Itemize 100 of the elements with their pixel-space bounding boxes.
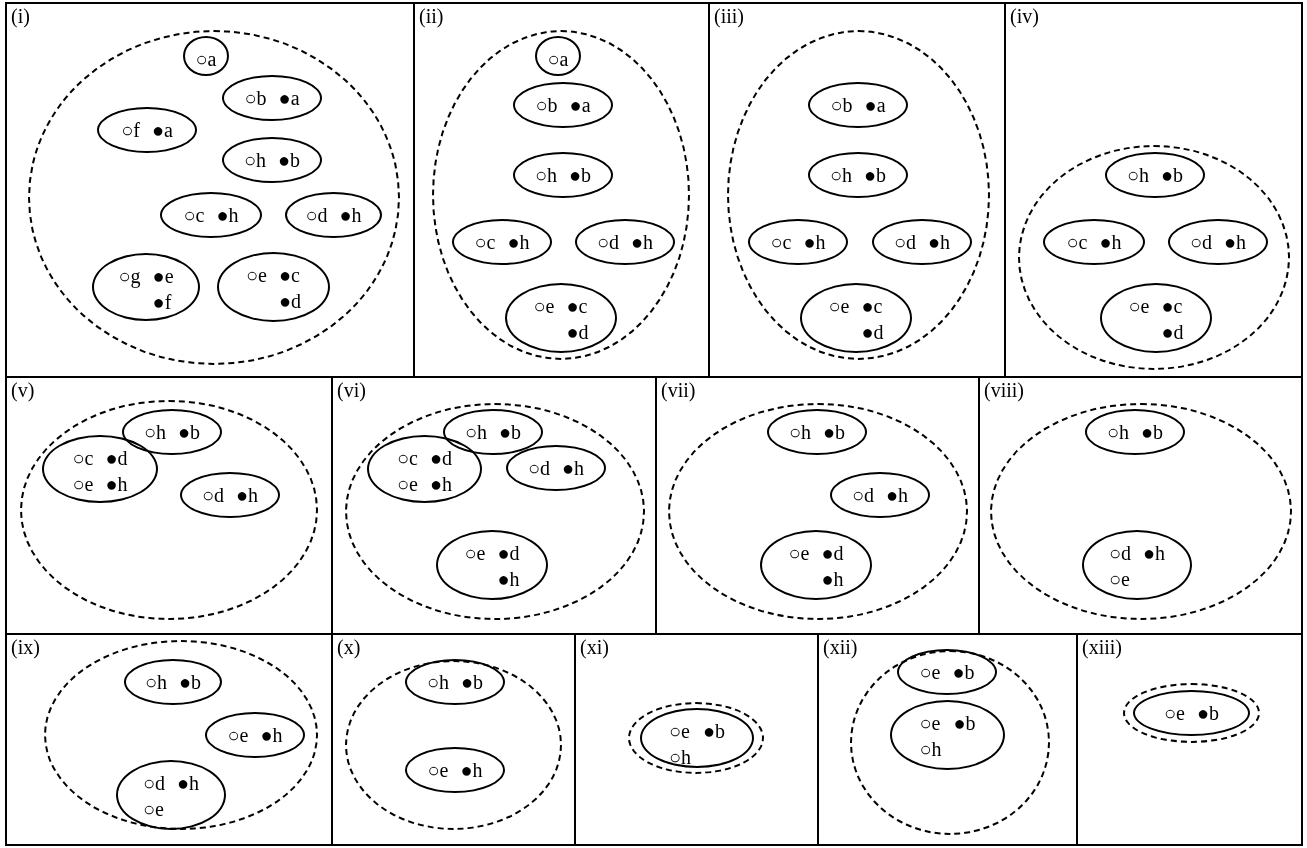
variable-label: ●c ●d bbox=[278, 263, 301, 314]
variable-label: ○e bbox=[1128, 294, 1150, 319]
ellipse bbox=[217, 252, 330, 322]
ellipse bbox=[808, 82, 908, 128]
variable-label: ○d bbox=[305, 203, 328, 228]
panel-label: (iii) bbox=[714, 4, 744, 29]
ellipse bbox=[640, 708, 754, 768]
variable-label: ●c ●d bbox=[1161, 294, 1184, 345]
dashed-ellipse bbox=[44, 640, 318, 830]
variable-label: ○e bbox=[828, 294, 850, 319]
ellipse bbox=[405, 747, 505, 793]
variable-label: ○d ○e bbox=[1108, 541, 1131, 592]
variable-label: ●a bbox=[569, 93, 591, 118]
variable-label: ●h bbox=[1143, 541, 1166, 566]
variable-label: ●d ●h bbox=[105, 446, 128, 497]
ellipse bbox=[285, 192, 382, 238]
variable-label: ●h bbox=[803, 230, 826, 255]
variable-label: ●b bbox=[499, 420, 522, 445]
variable-label: ●b bbox=[953, 711, 976, 736]
dashed-ellipse bbox=[345, 403, 645, 620]
dashed-ellipse bbox=[628, 702, 764, 774]
variable-label: ○a bbox=[195, 47, 217, 72]
ellipse bbox=[405, 659, 505, 705]
panel-label: (ix) bbox=[11, 635, 40, 660]
variable-label: ●h bbox=[260, 723, 283, 748]
variable-label: ○h bbox=[143, 420, 166, 445]
variable-label: ●d ●h bbox=[429, 446, 453, 497]
ellipse bbox=[1082, 530, 1192, 600]
dashed-ellipse bbox=[28, 30, 400, 365]
panel-label: (x) bbox=[337, 635, 361, 660]
variable-label: ●b bbox=[823, 420, 846, 445]
ellipse bbox=[897, 649, 997, 695]
ellipse bbox=[767, 409, 867, 455]
variable-label: ●b bbox=[179, 670, 202, 695]
panel-box bbox=[1076, 633, 1303, 846]
ellipse bbox=[452, 219, 552, 265]
ellipse bbox=[222, 75, 322, 121]
dashed-ellipse bbox=[432, 30, 690, 360]
panel-label: (v) bbox=[11, 378, 35, 403]
variable-label: ●h bbox=[1099, 230, 1122, 255]
variable-label: ●h bbox=[1224, 230, 1247, 255]
variable-label: ○c ○e bbox=[72, 446, 94, 497]
variable-label: ●b bbox=[1196, 701, 1220, 726]
dashed-ellipse bbox=[727, 30, 990, 360]
ellipse bbox=[513, 82, 613, 128]
variable-label: ●b bbox=[569, 163, 592, 188]
variable-label: ●h bbox=[507, 230, 530, 255]
dashed-ellipse bbox=[1123, 683, 1260, 743]
variable-label: ●d ●h bbox=[497, 541, 520, 592]
variable-label: ○b bbox=[535, 93, 558, 118]
panel-label: (i) bbox=[11, 4, 30, 29]
variable-label: ●b bbox=[178, 420, 201, 445]
variable-label: ○e ○h bbox=[668, 719, 691, 770]
dashed-ellipse bbox=[990, 403, 1292, 620]
variable-label: ●b bbox=[703, 719, 726, 744]
ellipse bbox=[505, 283, 617, 353]
variable-label: ○e bbox=[464, 541, 486, 566]
variable-label: ●h bbox=[928, 230, 951, 255]
variable-label: ●h bbox=[631, 230, 654, 255]
panel-label: (xi) bbox=[580, 635, 609, 660]
variable-label: ○e bbox=[427, 758, 449, 783]
variable-label: ●b bbox=[278, 148, 301, 173]
ellipse bbox=[535, 36, 581, 76]
variable-label: ●b bbox=[864, 163, 887, 188]
panel-label: (vi) bbox=[337, 378, 366, 403]
variable-label: ●e ●f bbox=[152, 264, 174, 315]
variable-label: ○h bbox=[534, 163, 557, 188]
variable-label: ○a bbox=[547, 47, 569, 72]
variable-label: ○c ○e bbox=[396, 446, 418, 497]
variable-label: ○e bbox=[788, 541, 810, 566]
panel-label: (viii) bbox=[984, 378, 1024, 403]
variable-label: ○e bbox=[533, 294, 555, 319]
panel-label: (xii) bbox=[823, 635, 858, 660]
ellipse bbox=[97, 107, 197, 153]
ellipse bbox=[872, 219, 972, 265]
variable-label: ○e ○h bbox=[919, 711, 942, 762]
variable-label: ●h bbox=[562, 456, 585, 481]
variable-label: ○e bbox=[227, 723, 249, 748]
dashed-ellipse bbox=[20, 400, 318, 620]
variable-label: ○h bbox=[1106, 420, 1129, 445]
variable-label: ●c ●d bbox=[566, 294, 589, 345]
variable-label: ●c ●d bbox=[861, 294, 884, 345]
variable-label: ○b bbox=[244, 86, 267, 111]
panel-box bbox=[1004, 2, 1303, 378]
variable-label: ●a bbox=[278, 86, 300, 111]
ellipse bbox=[1085, 409, 1185, 455]
variable-label: ○d bbox=[201, 483, 224, 508]
variable-label: ○c bbox=[474, 230, 496, 255]
variable-label: ○d ○e bbox=[142, 771, 165, 822]
ellipse bbox=[748, 219, 848, 265]
panel-box bbox=[5, 2, 415, 378]
ellipse bbox=[180, 472, 280, 518]
variable-label: ●h bbox=[177, 771, 200, 796]
ellipse bbox=[575, 219, 675, 265]
variable-label: ○d bbox=[527, 456, 550, 481]
variable-label: ●h bbox=[216, 203, 239, 228]
variable-label: ○h bbox=[243, 148, 266, 173]
variable-label: ○h bbox=[144, 670, 167, 695]
variable-label: ●a bbox=[151, 118, 173, 143]
ellipse bbox=[116, 760, 226, 830]
